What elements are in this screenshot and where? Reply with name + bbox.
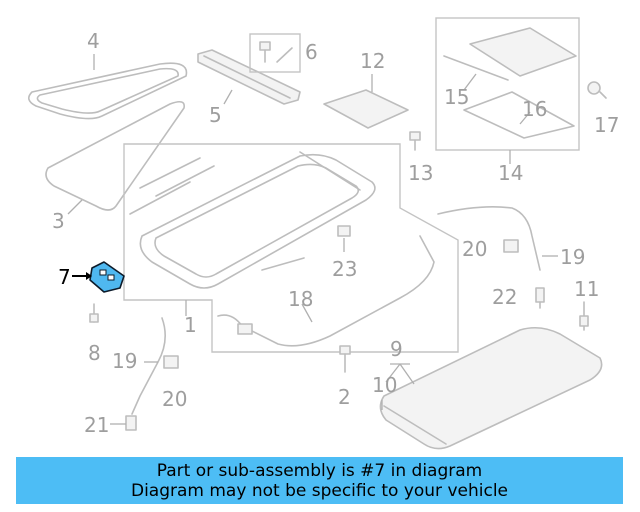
- callout-6: 6: [305, 40, 318, 64]
- part-3-weatherstrip: [45, 100, 186, 211]
- part-8-bolt: [89, 303, 99, 323]
- part-13-bolt: [409, 131, 421, 151]
- callout-23: 23: [332, 257, 357, 281]
- callout-3: 3: [52, 209, 65, 233]
- callout-15: 15: [444, 85, 469, 109]
- callout-19a: 19: [112, 349, 137, 373]
- callout-20b: 20: [462, 237, 487, 261]
- callout-4: 4: [87, 29, 100, 53]
- callout-9: 9: [390, 337, 403, 361]
- part-2-bolt: [339, 345, 351, 373]
- callout-14: 14: [498, 161, 523, 185]
- part-14-glass-assembly: [435, 17, 580, 151]
- callout-12: 12: [360, 49, 385, 73]
- part-12-panel: [323, 89, 409, 129]
- part-9-sunshade: [379, 326, 603, 450]
- callout-13: 13: [408, 161, 433, 185]
- part-4-seal: [28, 62, 188, 120]
- callout-16: 16: [522, 97, 547, 121]
- callout-7-arrowhead: [86, 272, 92, 280]
- part-23-bracket: [337, 225, 351, 237]
- part-7-highlighted[interactable]: [89, 261, 125, 293]
- part-22-valve: [535, 287, 545, 309]
- part-18-drain-hose: [217, 235, 435, 347]
- part-6-fasteners: [249, 33, 301, 73]
- callout-2: 2: [338, 385, 351, 409]
- info-banner: Part or sub-assembly is #7 in diagram Di…: [16, 457, 623, 504]
- part-17-clip: [587, 81, 607, 99]
- callout-1: 1: [184, 313, 197, 337]
- part-21-valve: [125, 415, 137, 431]
- part-5-deflector: [197, 49, 301, 105]
- callout-8: 8: [88, 341, 101, 365]
- banner-line-2: Diagram may not be specific to your vehi…: [130, 480, 508, 501]
- callout-22: 22: [492, 285, 517, 309]
- banner-line-1: Part or sub-assembly is #7 in diagram: [156, 460, 483, 481]
- callout-7: 7: [58, 265, 71, 289]
- part-19-drain-tube-right: [437, 206, 541, 271]
- callout-5: 5: [209, 103, 222, 127]
- callout-18: 18: [288, 287, 313, 311]
- callout-19b: 19: [560, 245, 585, 269]
- callout-17: 17: [594, 113, 619, 137]
- callout-11: 11: [574, 277, 599, 301]
- part-20-grommet-right: [503, 239, 519, 253]
- part-11-bolt: [579, 301, 589, 331]
- parts-diagram: 4 3 5 6 12 13 14 15 16: [28, 17, 619, 450]
- callout-21: 21: [84, 413, 109, 437]
- part-20-grommet-left: [163, 355, 179, 369]
- callout-10: 10: [372, 373, 397, 397]
- callout-20a: 20: [162, 387, 187, 411]
- part-1-frame-assembly: [123, 143, 459, 353]
